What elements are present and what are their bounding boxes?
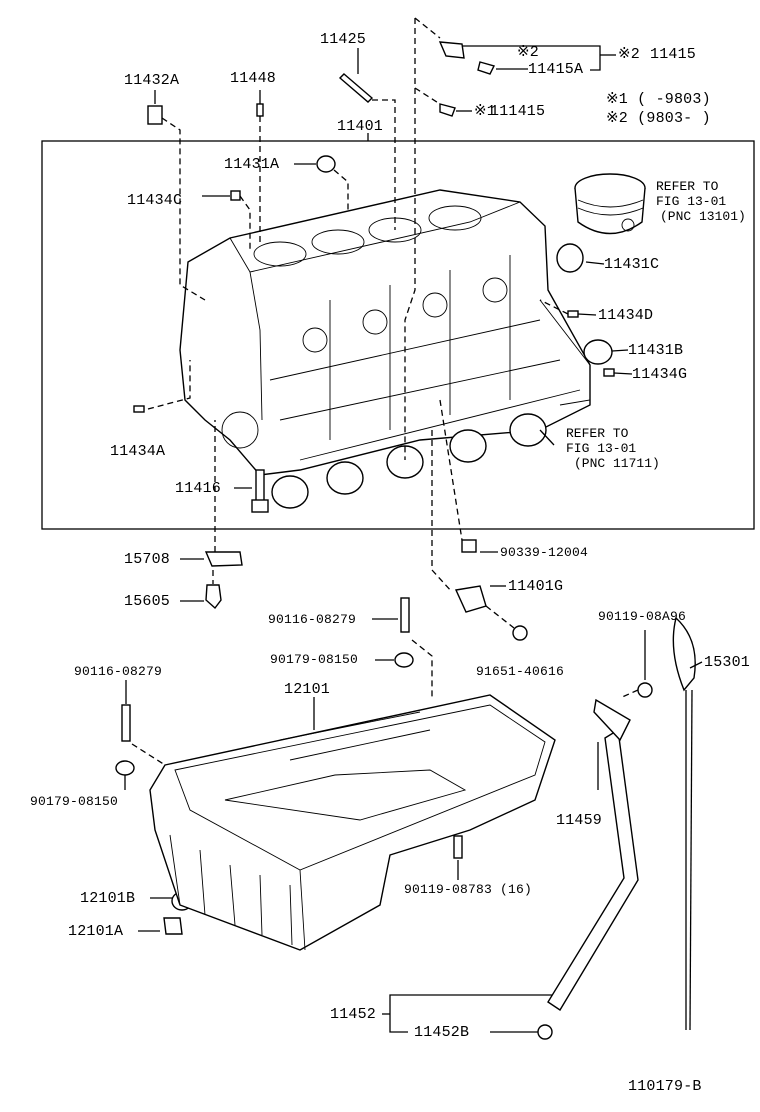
label-11401G: 11401G	[508, 578, 564, 595]
label-111415: 111415	[490, 103, 546, 120]
label-11452B: 11452B	[414, 1024, 470, 1041]
label-90116-08279-right: 90116-08279	[268, 612, 357, 627]
dipstick	[672, 616, 696, 1031]
note-mark-2-b: ※2	[618, 46, 640, 63]
leader-lines	[124, 17, 703, 1033]
crank-bearings	[271, 413, 547, 509]
label-90339-12004: 90339-12004	[500, 545, 589, 560]
label-90179-08150-left: 90179-08150	[30, 794, 119, 809]
label-11425: 11425	[320, 31, 367, 48]
label-11431C: 11431C	[604, 256, 660, 273]
label-11459: 11459	[556, 812, 603, 829]
label-15301: 15301	[704, 654, 751, 671]
label-11434G: 11434G	[632, 366, 688, 383]
label-11401: 11401	[337, 118, 384, 135]
dipstick-guide	[537, 698, 639, 1040]
label-11434A: 11434A	[110, 443, 166, 460]
refer-note-1-line-1: REFER TO	[656, 179, 719, 194]
label-90119-08A96: 90119-08A96	[598, 609, 687, 624]
legend-note-1: ※1 ( -9803)	[606, 91, 711, 108]
label-11432A: 11432A	[124, 72, 180, 89]
label-12101: 12101	[284, 681, 331, 698]
label-11416: 11416	[175, 480, 222, 497]
label-12101B: 12101B	[80, 890, 136, 907]
label-90119-08783: 90119-08783 (16)	[404, 882, 533, 897]
refer-note-1-line-3: (PNC 13101)	[660, 209, 746, 224]
refer-note-2-line-1: REFER TO	[566, 426, 629, 441]
legend-note-2: ※2 (9803- )	[606, 110, 711, 127]
label-11415A: 11415A	[528, 61, 584, 78]
label-91651-40616: 91651-40616	[476, 664, 565, 679]
refer-note-2-line-2: FIG 13-01	[566, 441, 637, 456]
note-mark-1: ※1	[474, 103, 496, 120]
refer-note-2-line-3: (PNC 11711)	[574, 456, 660, 471]
block-frame	[41, 140, 755, 530]
small-parts	[115, 41, 653, 935]
label-11415: 11415	[650, 46, 697, 63]
label-12101A: 12101A	[68, 923, 124, 940]
label-11452: 11452	[330, 1006, 377, 1023]
diagram-id: 110179-B	[628, 1078, 702, 1095]
label-11431B: 11431B	[628, 342, 684, 359]
label-15708: 15708	[124, 551, 171, 568]
label-11434C: 11434C	[127, 192, 183, 209]
label-11434D: 11434D	[598, 307, 654, 324]
note-mark-2: ※2	[517, 44, 539, 61]
oil-pan	[149, 694, 556, 951]
refer-note-1-line-2: FIG 13-01	[656, 194, 727, 209]
label-15605: 15605	[124, 593, 171, 610]
label-90116-08279-left: 90116-08279	[74, 664, 163, 679]
label-11431A: 11431A	[224, 156, 280, 173]
label-90179-08150-right: 90179-08150	[270, 652, 359, 667]
piston	[574, 173, 646, 235]
label-11448: 11448	[230, 70, 277, 87]
